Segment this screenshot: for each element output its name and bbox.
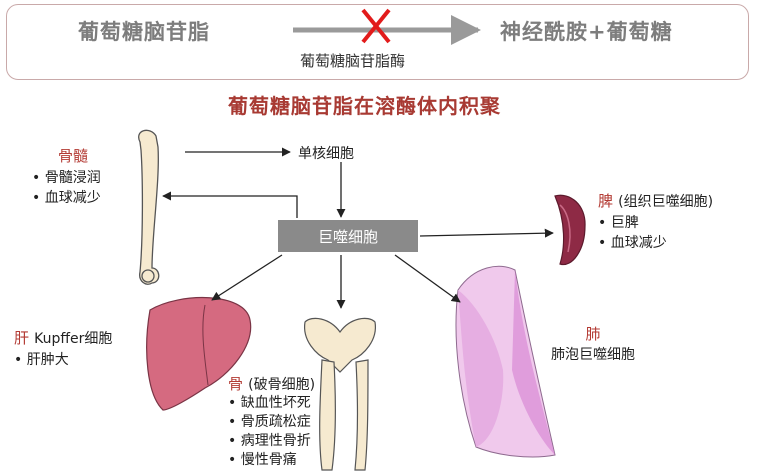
diagram-title: 葡萄糖脑苷脂在溶酶体内积聚 [228,94,501,118]
arrow-macrophage-to-liver [211,254,283,301]
product-label: 神经酰胺+葡萄糖 [500,20,673,44]
spleen-item: 血球减少 [598,233,713,253]
bone-note: (破骨细胞) [248,377,316,393]
liver-title: 肝 [14,329,30,347]
bone-marrow-item: 骨髓浸润 [32,168,101,188]
lung-icon [455,265,556,458]
arrow-macrophage-to-spleen [419,228,554,238]
bone-marrow-block: 骨髓 骨髓浸润 血球减少 [45,145,101,208]
monocyte-label: 单核细胞 [298,146,354,162]
bone-item: 慢性骨痛 [228,451,315,470]
bone-title: 骨 [228,375,244,393]
enzyme-label: 葡萄糖脑苷脂酶 [300,52,406,70]
bone-block: 骨 (破骨细胞) 缺血性坏死 骨质疏松症 病理性骨折 慢性骨痛 [228,373,315,470]
arrow-macrophage-to-marrow [162,191,298,218]
arrow-macrophage-to-lung [394,254,461,303]
lung-title: 肺 [585,325,601,343]
bone-marrow-title: 骨髓 [58,147,89,165]
macrophage-box: 巨噬细胞 [278,220,418,252]
bone-item: 缺血性坏死 [228,394,315,413]
liver-block: 肝 Kupffer细胞 肝肿大 [14,327,112,370]
bone-item: 骨质疏松症 [228,413,315,432]
blocked-x-icon [361,8,391,44]
substrate-label: 葡萄糖脑苷脂 [78,20,210,44]
bone-marrow-item: 血球减少 [32,188,101,208]
spleen-item: 巨脾 [598,213,713,233]
lung-note: 肺泡巨噬细胞 [551,347,635,363]
bone-item: 病理性骨折 [228,432,315,451]
lung-block: 肺 肺泡巨噬细胞 [538,323,648,364]
liver-note: Kupffer细胞 [34,331,113,347]
reaction-box [6,4,749,80]
liver-item: 肝肿大 [14,350,112,370]
spleen-icon [554,194,586,266]
pelvis-icon [304,317,376,471]
spleen-note: (组织巨噬细胞) [618,194,714,210]
spleen-block: 脾 (组织巨噬细胞) 巨脾 血球减少 [598,190,713,253]
spleen-title: 脾 [598,192,614,210]
femur-icon [138,129,160,285]
